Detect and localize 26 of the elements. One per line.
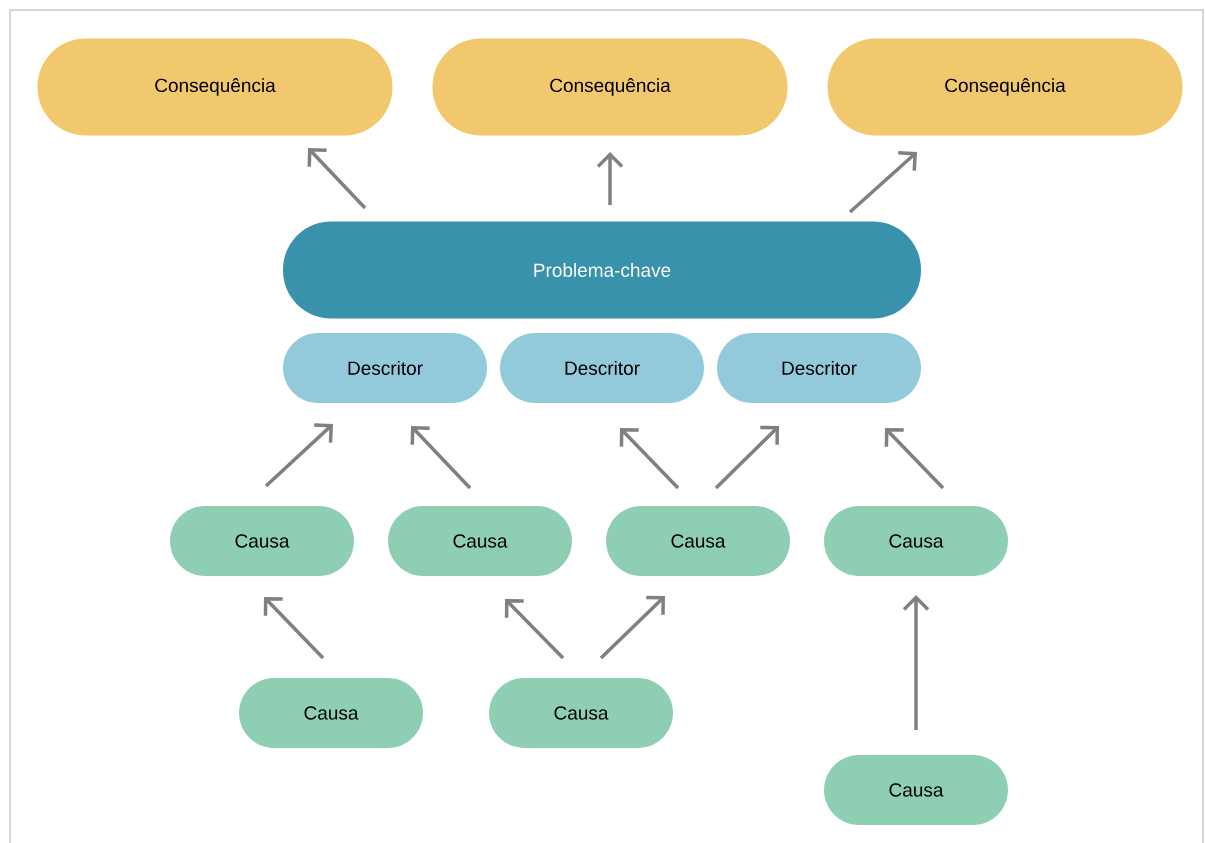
cause-box: Causa: [824, 506, 1008, 576]
arrow: [596, 152, 624, 205]
arrow: [264, 423, 333, 488]
consequence-box: Consequência: [37, 38, 393, 136]
descriptor-box: Descritor: [283, 333, 487, 403]
cause-box: Causa: [388, 506, 572, 576]
cause-box: Causa: [170, 506, 354, 576]
arrow: [902, 595, 930, 730]
descriptor-box: Descritor: [500, 333, 704, 403]
cause-box: Causa: [606, 506, 790, 576]
cause-box: Causa: [489, 678, 673, 748]
cause-box: Causa: [824, 755, 1008, 825]
arrow: [848, 150, 917, 214]
descriptor-box: Descritor: [717, 333, 921, 403]
cause-box: Causa: [239, 678, 423, 748]
consequence-box: Consequência: [432, 38, 788, 136]
arrow: [307, 148, 367, 210]
problem-box: Problema-chave: [283, 221, 921, 319]
arrow: [410, 426, 472, 490]
arrow: [599, 595, 665, 660]
arrow: [504, 599, 565, 660]
arrow: [884, 428, 945, 490]
arrow: [619, 428, 680, 490]
arrow: [714, 425, 779, 490]
arrow: [263, 597, 325, 660]
consequence-box: Consequência: [827, 38, 1183, 136]
